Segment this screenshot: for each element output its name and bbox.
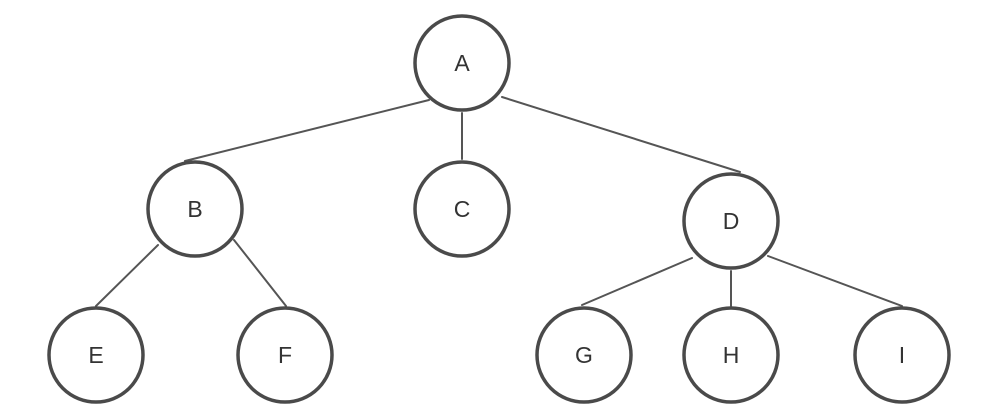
node-h-circle [682, 306, 780, 404]
node-f: F [236, 306, 334, 404]
node-a-circle [413, 14, 511, 112]
node-b-label: B [187, 196, 202, 222]
edge-b-e [95, 244, 159, 307]
node-d: D [682, 172, 780, 270]
node-e-label: E [88, 342, 103, 368]
edge-d-g [581, 257, 693, 306]
node-c-circle [413, 160, 511, 258]
node-d-label: D [723, 208, 740, 234]
node-g-label: G [575, 342, 593, 368]
node-g: G [535, 306, 633, 404]
node-g-circle [535, 306, 633, 404]
edge-d-i [767, 255, 903, 307]
edge-a-d [501, 96, 741, 173]
node-c: C [413, 160, 511, 258]
node-b: B [146, 160, 244, 258]
node-h-label: H [723, 342, 740, 368]
node-c-label: C [454, 196, 471, 222]
edges-layer [95, 96, 903, 307]
node-i-label: I [899, 342, 905, 368]
node-d-circle [682, 172, 780, 270]
edge-b-f [233, 239, 287, 307]
node-b-circle [146, 160, 244, 258]
edge-a-b [184, 99, 430, 162]
node-a: A [413, 14, 511, 112]
node-a-label: A [454, 50, 470, 76]
node-h: H [682, 306, 780, 404]
node-f-circle [236, 306, 334, 404]
node-e-circle [47, 306, 145, 404]
nodes-layer: A B C D E F G H [47, 14, 951, 404]
node-f-label: F [278, 342, 292, 368]
node-i-circle [853, 306, 951, 404]
node-i: I [853, 306, 951, 404]
node-e: E [47, 306, 145, 404]
